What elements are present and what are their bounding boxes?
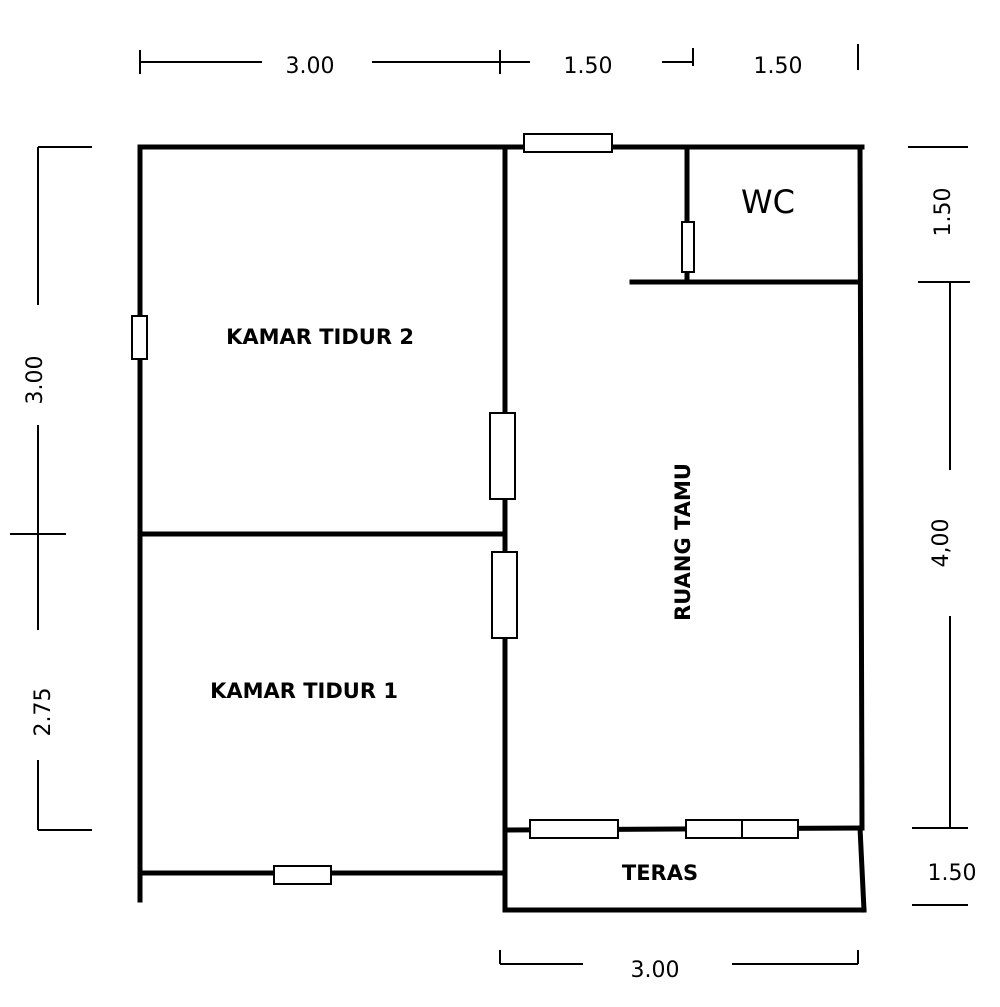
top-dimension-line [139, 44, 859, 74]
dim-top-left: 3.00 [286, 54, 335, 79]
door-bedroom-2 [489, 412, 516, 500]
window-living-bottom-2b [741, 819, 799, 839]
window-top-living [523, 133, 613, 153]
right-dimension-line [908, 146, 970, 906]
room-label-bedroom-1: KAMAR TIDUR 1 [210, 679, 398, 703]
dim-left-upper: 3.00 [23, 356, 48, 405]
dim-right-middle: 4,00 [929, 519, 954, 568]
room-label-wc: WC [741, 183, 795, 221]
left-dimension-line [10, 146, 92, 831]
room-label-bedroom-2: KAMAR TIDUR 2 [226, 325, 414, 349]
room-label-terrace: TERAS [622, 861, 698, 885]
dim-right-top: 1.50 [931, 188, 956, 237]
dim-top-middle: 1.50 [564, 54, 613, 79]
door-bedroom-1 [491, 551, 518, 639]
door-wc [681, 221, 695, 273]
window-living-bottom [529, 819, 619, 839]
dim-left-lower: 2.75 [31, 688, 56, 737]
window-living-bottom-2a [685, 819, 743, 839]
dim-top-right: 1.50 [754, 54, 803, 79]
window-bedroom-2 [131, 315, 148, 360]
bottom-dimension-line [499, 950, 859, 965]
dim-bottom: 3.00 [631, 958, 680, 983]
room-label-living-room: RUANG TAMU [671, 463, 695, 621]
windows [131, 133, 799, 885]
window-bedroom-1 [273, 865, 332, 885]
walls [137, 144, 867, 913]
dim-right-bottom: 1.50 [928, 861, 977, 886]
